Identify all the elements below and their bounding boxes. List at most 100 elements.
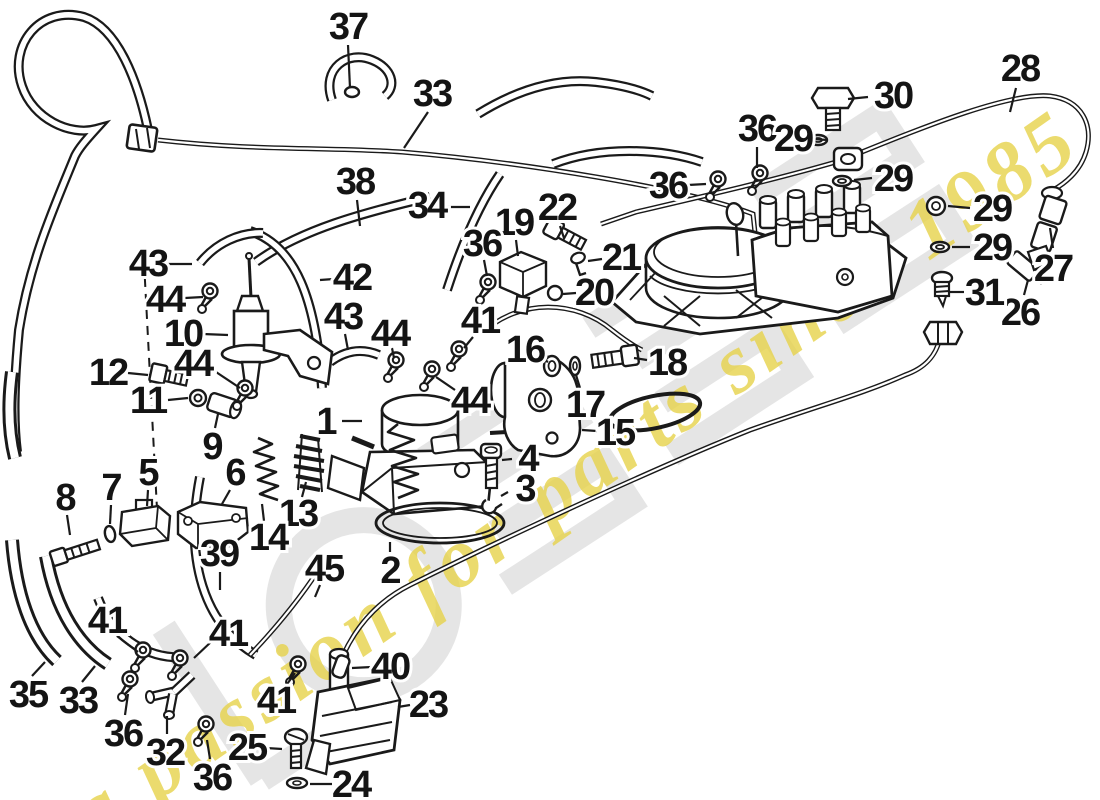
part-number: 12 bbox=[89, 352, 128, 394]
leader-line bbox=[355, 199, 362, 227]
leader-line bbox=[1008, 87, 1018, 113]
part-number: 31 bbox=[965, 272, 1005, 314]
part-label-44: 44 bbox=[143, 276, 204, 324]
leader-line bbox=[687, 182, 707, 187]
main-diagonal-pipe bbox=[333, 337, 942, 677]
part-label-15: 15 bbox=[581, 409, 641, 457]
leader-line bbox=[184, 295, 204, 300]
part-number: 36 bbox=[738, 108, 777, 150]
bolt-12 bbox=[148, 362, 190, 387]
leader-line bbox=[81, 665, 96, 683]
washer-29-d bbox=[929, 240, 951, 254]
part-number: 25 bbox=[228, 727, 268, 769]
leader-line bbox=[562, 291, 577, 296]
part-number: 40 bbox=[371, 646, 410, 688]
part-number: 6 bbox=[225, 452, 245, 494]
part-number: 33 bbox=[413, 73, 452, 115]
part-number: 41 bbox=[461, 300, 501, 342]
leader-line bbox=[193, 640, 213, 659]
leader-line bbox=[31, 661, 46, 677]
part-label-31: 31 bbox=[950, 269, 1010, 317]
flare-nut bbox=[922, 320, 964, 346]
lever-unit-15 bbox=[489, 354, 582, 458]
leader-line bbox=[397, 703, 411, 709]
part-number: 26 bbox=[1001, 292, 1040, 334]
part-number: 29 bbox=[973, 227, 1012, 269]
hose-top-a bbox=[476, 78, 654, 117]
throttle-body bbox=[326, 393, 541, 545]
part-number: 24 bbox=[332, 764, 372, 800]
part-label-41: 41 bbox=[254, 672, 302, 725]
washer-11 bbox=[188, 388, 208, 408]
part-label-34: 34 bbox=[405, 182, 470, 230]
part-label-5: 5 bbox=[135, 449, 164, 507]
leader-line bbox=[127, 371, 149, 377]
part-label-19: 19 bbox=[492, 199, 539, 257]
part-label-39: 39 bbox=[197, 530, 244, 590]
hose-runs bbox=[2, 10, 1091, 677]
bolt-30 bbox=[810, 86, 856, 132]
gasket-2 bbox=[374, 501, 506, 545]
part-label-29: 29 bbox=[947, 185, 1017, 233]
part-label-10: 10 bbox=[161, 310, 229, 358]
part-label-18: 18 bbox=[633, 339, 692, 387]
pipe-45 bbox=[249, 559, 326, 656]
part-label-23: 23 bbox=[397, 681, 453, 729]
leader-line bbox=[463, 336, 474, 349]
leader-line bbox=[260, 503, 266, 522]
plug-26 bbox=[1006, 250, 1040, 282]
leader-line bbox=[300, 481, 308, 498]
part-label-33: 33 bbox=[56, 665, 103, 725]
part-label-44: 44 bbox=[435, 376, 496, 425]
leader-line bbox=[213, 413, 220, 429]
part-number: 30 bbox=[874, 75, 913, 117]
part-number: 36 bbox=[463, 223, 502, 265]
leader-line bbox=[633, 356, 648, 362]
part-label-13: 13 bbox=[276, 481, 323, 538]
leader-line bbox=[482, 259, 489, 277]
loop-hose bbox=[11, 12, 151, 453]
part-label-41: 41 bbox=[85, 597, 139, 653]
part-number: 1 bbox=[316, 401, 337, 443]
part-label-21: 21 bbox=[587, 234, 647, 282]
part-number: 37 bbox=[329, 6, 368, 48]
part-number: 44 bbox=[451, 380, 491, 422]
washer-7 bbox=[103, 524, 117, 544]
part-number: 29 bbox=[874, 158, 913, 200]
pump-cylinders bbox=[758, 180, 872, 248]
part-number: 3 bbox=[515, 468, 535, 510]
valve-19 bbox=[498, 250, 548, 315]
part-number: 34 bbox=[408, 185, 448, 227]
part-label-45: 45 bbox=[302, 545, 350, 598]
hose-vertical-left bbox=[5, 371, 19, 459]
part-label-27: 27 bbox=[1031, 227, 1078, 293]
leader-line bbox=[65, 514, 72, 536]
hose-33-bottom bbox=[42, 555, 111, 668]
leader-line bbox=[343, 333, 350, 351]
part-label-25: 25 bbox=[225, 724, 283, 772]
part-label-35: 35 bbox=[6, 661, 54, 719]
part-label-36: 36 bbox=[646, 162, 707, 210]
leader-line bbox=[351, 665, 373, 670]
part-label-29: 29 bbox=[853, 155, 918, 203]
o-ring-16 bbox=[542, 354, 562, 378]
leader-line bbox=[205, 739, 212, 760]
part-number: 14 bbox=[249, 517, 289, 559]
part-label-26: 26 bbox=[998, 279, 1045, 337]
part-number: 38 bbox=[336, 161, 375, 203]
part-number: 9 bbox=[202, 426, 222, 468]
screw-25 bbox=[283, 727, 309, 770]
part-number: 41 bbox=[257, 680, 297, 722]
part-number: 45 bbox=[305, 548, 345, 590]
part-number: 32 bbox=[146, 732, 185, 774]
part-number: 44 bbox=[146, 279, 186, 321]
part-label-37: 37 bbox=[326, 3, 373, 89]
part-number: 36 bbox=[193, 757, 232, 799]
throttle-spring bbox=[386, 422, 420, 500]
leader-line bbox=[435, 376, 456, 391]
part-label-36: 36 bbox=[101, 693, 148, 758]
part-label-30: 30 bbox=[847, 72, 918, 120]
part-label-9: 9 bbox=[199, 413, 227, 471]
part-number: 35 bbox=[9, 674, 49, 716]
leader-line bbox=[212, 369, 241, 389]
